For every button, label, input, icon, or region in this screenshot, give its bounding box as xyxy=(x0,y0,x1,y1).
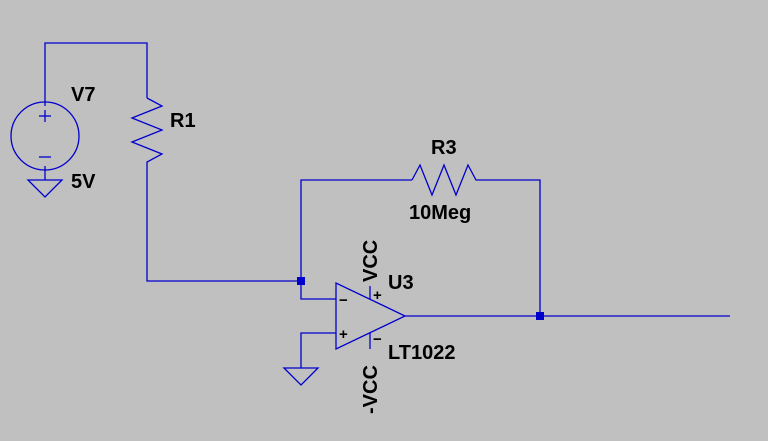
junction-node[interactable] xyxy=(297,277,305,285)
resistor-r1[interactable] xyxy=(130,97,164,170)
wire-inverting-node-to-r3[interactable] xyxy=(300,179,412,281)
net-label-vcc: VCC xyxy=(360,240,382,282)
r3-value: 10Meg xyxy=(409,202,471,224)
r1-label: R1 xyxy=(170,110,196,132)
opamp-u3[interactable] xyxy=(335,281,407,351)
ground-icon xyxy=(26,179,64,198)
wire-noninverting-to-ground[interactable] xyxy=(300,332,336,368)
wire-inverting-node-to-minus-pin[interactable] xyxy=(300,281,336,300)
opamp-inverting-pin-sign: − xyxy=(339,292,348,309)
resistor-r3[interactable] xyxy=(411,163,481,197)
ground-icon xyxy=(282,367,320,386)
r3-label: R3 xyxy=(431,137,457,159)
wire-r3-to-output-node[interactable] xyxy=(481,179,541,316)
u3-model: LT1022 xyxy=(388,342,455,364)
voltage-source-v7[interactable] xyxy=(10,101,80,171)
v7-label: V7 xyxy=(71,84,95,106)
opamp-vcc-pin-sign: + xyxy=(373,287,382,304)
wire-v7-to-r1[interactable] xyxy=(44,42,148,106)
junction-node[interactable] xyxy=(536,312,544,320)
opamp-neg-vcc-pin-sign: − xyxy=(373,331,382,348)
v7-value: 5V xyxy=(71,171,96,193)
wire-r1-to-inverting-input[interactable] xyxy=(146,170,301,282)
u3-label: U3 xyxy=(388,272,414,294)
net-label-neg-vcc: -VCC xyxy=(360,365,382,414)
opamp-noninverting-pin-sign: + xyxy=(339,326,348,343)
